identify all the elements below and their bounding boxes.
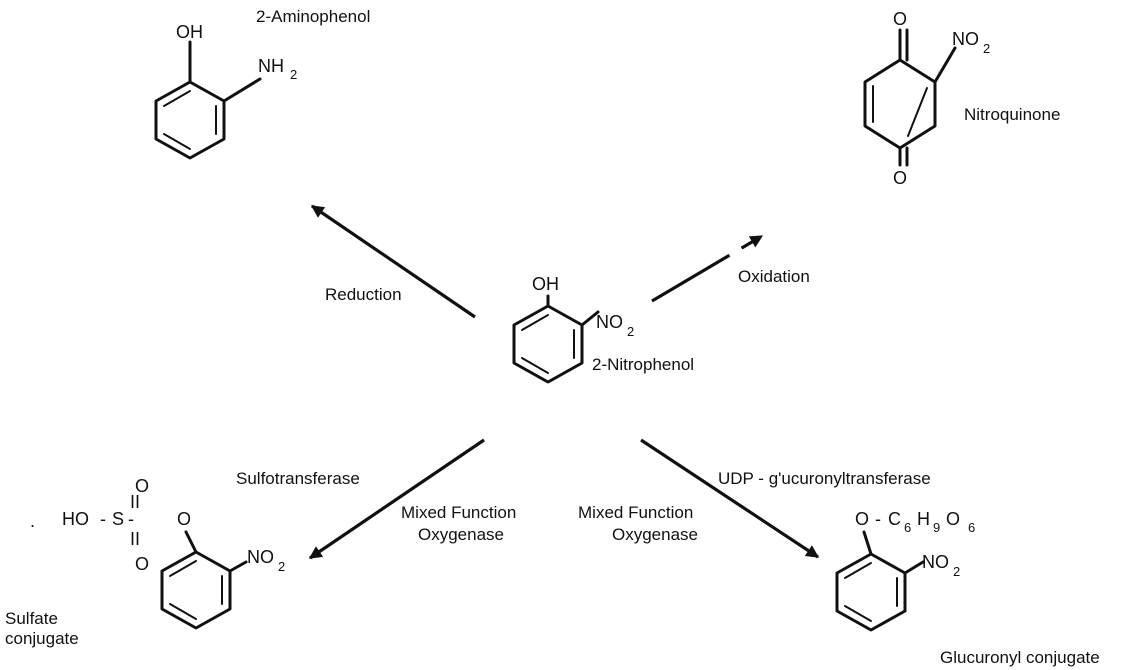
glucuronyl-h-subscript: 9 [933, 520, 940, 535]
aminophenol-nh-subscript: 2 [290, 67, 297, 82]
sulfate-s-label: S [112, 509, 124, 529]
nitroquinone-no-label: NO [952, 29, 979, 49]
mfo-right-line1: Mixed Function [578, 503, 693, 522]
oxidation-arrow [651, 234, 764, 303]
sulfate-o-link: O [177, 509, 191, 529]
glucuronyl-conjugate-structure: O - C 6 H 9 O 6 NO 2 [835, 509, 975, 632]
sulfate-dash-1: - [100, 509, 106, 529]
nitrophenol-name: 2-Nitrophenol [592, 355, 694, 374]
sulfate-conjugate-name-line1: Sulfate [5, 609, 58, 628]
sulfate-double-bond-bottom: II [130, 529, 140, 549]
mfo-left-line1: Mixed Function [401, 503, 516, 522]
sulfate-o-top: O [135, 476, 149, 496]
sulfation-arrow [308, 438, 485, 560]
nitrophenol-no-subscript: 2 [627, 324, 634, 339]
nitrophenol-no-label: NO [596, 312, 623, 332]
mfo-left-line2: Oxygenase [418, 525, 504, 544]
glucuronyl-o2-label: O [946, 509, 960, 529]
aminophenol-oh-label: OH [176, 22, 203, 42]
nitroquinone-structure: O O NO 2 [863, 9, 990, 188]
sulfate-no-subscript: 2 [278, 559, 285, 574]
glucuronyl-no-label: NO [922, 552, 949, 572]
aminophenol-structure: OH NH 2 [154, 22, 297, 160]
glucuronyl-dash: - [875, 509, 881, 529]
nitroquinone-o-top: O [893, 9, 907, 29]
reduction-arrow [310, 204, 476, 319]
glucuronyl-c-subscript: 6 [904, 520, 911, 535]
glucuronidation-arrow [640, 438, 820, 559]
sulfate-conjugate-structure: O II HO - S - O II O NO 2 . [30, 476, 285, 630]
sulfate-o-bottom: O [135, 554, 149, 574]
glucuronyl-conjugate-name: Glucuronyl conjugate [940, 648, 1100, 667]
aminophenol-name: 2-Aminophenol [256, 7, 370, 26]
glucuronyl-o2-subscript: 6 [968, 520, 975, 535]
glucuronyl-c-label: C [888, 509, 901, 529]
sulfate-double-bond-top: II [130, 492, 140, 512]
stray-dot: . [30, 511, 35, 531]
sulfate-conjugate-name-line2: conjugate [5, 629, 79, 648]
glucuronyl-no-subscript: 2 [953, 564, 960, 579]
reduction-label: Reduction [325, 285, 402, 304]
nitrophenol-structure: OH NO 2 [512, 274, 634, 384]
oxidation-label: Oxidation [738, 267, 810, 286]
sulfate-dash-2: - [128, 509, 134, 529]
sulfotransferase-label: Sulfotransferase [236, 469, 360, 488]
nitroquinone-o-bottom: O [893, 168, 907, 188]
mfo-right-line2: Oxygenase [612, 525, 698, 544]
sulfate-ho-label: HO [62, 509, 89, 529]
nitrophenol-oh-label: OH [532, 274, 559, 294]
aminophenol-nh-label: NH [258, 56, 284, 76]
nitroquinone-name: Nitroquinone [964, 105, 1060, 124]
glucuronyl-h-label: H [917, 509, 930, 529]
udp-label: UDP - g'ucuronyltransferase [718, 469, 931, 488]
glucuronyl-o-label: O [855, 509, 869, 529]
sulfate-no-label: NO [247, 547, 274, 567]
nitroquinone-no-subscript: 2 [983, 41, 990, 56]
